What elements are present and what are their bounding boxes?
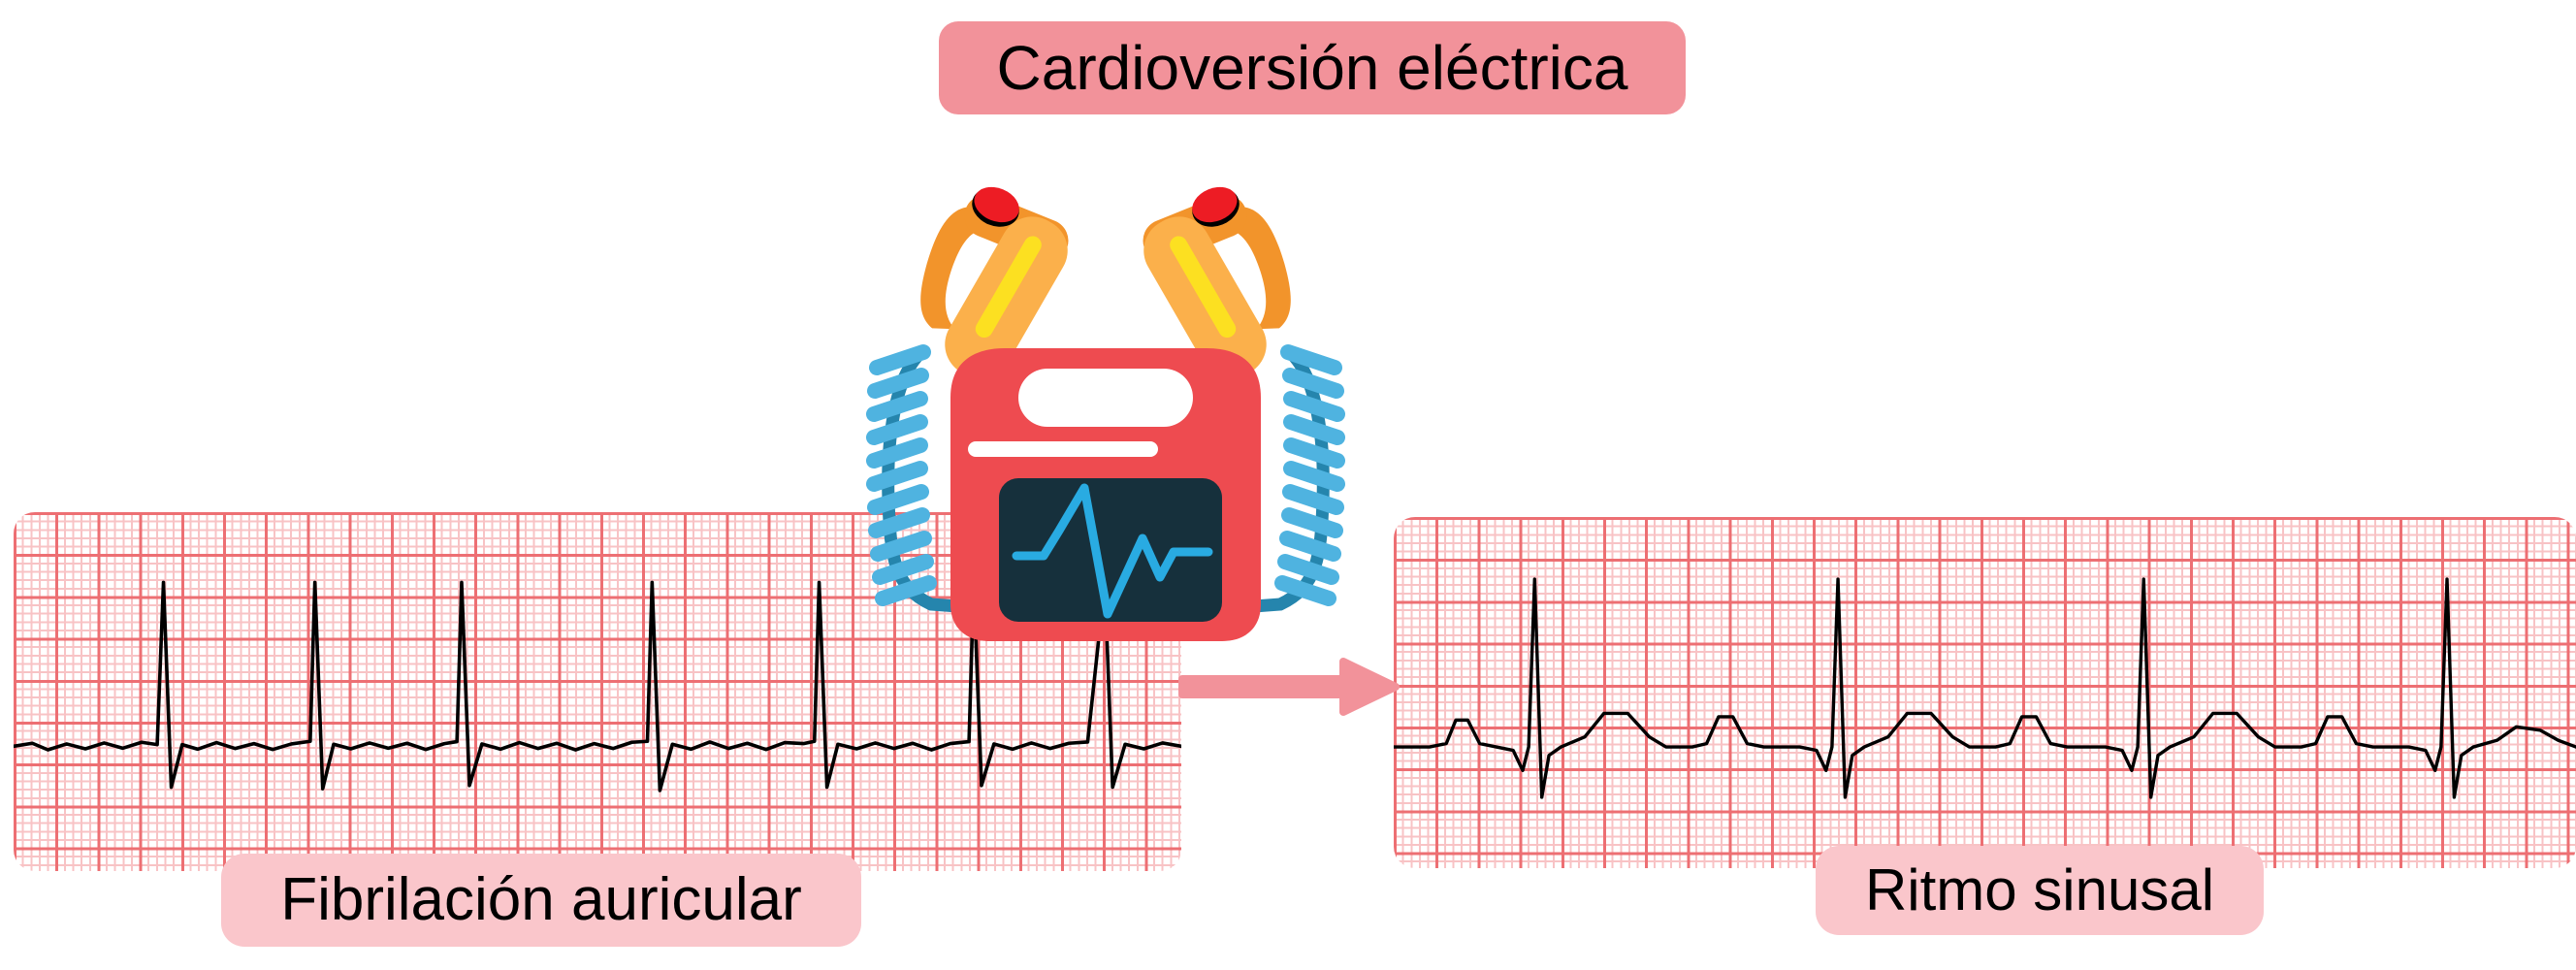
device-screen	[999, 478, 1222, 622]
cable-right	[1196, 344, 1345, 617]
device-indicator-bar	[968, 441, 1158, 457]
paddle-right[interactable]	[1126, 173, 1321, 399]
paddle-left[interactable]	[891, 173, 1086, 399]
page-title-label: Cardioversión eléctrica	[996, 33, 1628, 103]
defibrillator-body	[950, 348, 1261, 641]
ecg-trace-sinus-rhythm	[1394, 517, 2576, 868]
page-title: Cardioversión eléctrica	[939, 21, 1686, 114]
label-sinus-rhythm: Ritmo sinusal	[1816, 846, 2264, 935]
label-atrial-fibrillation: Fibrilación auricular	[221, 854, 861, 947]
ecg-strip-sinus-rhythm	[1394, 517, 2576, 868]
ecg-trace-atrial-fibrillation	[14, 512, 1181, 871]
device-handle	[1018, 369, 1193, 427]
right-arrow-icon	[1178, 658, 1400, 716]
cable-left	[866, 344, 1015, 617]
label-sinus-rhythm-text: Ritmo sinusal	[1864, 857, 2215, 922]
label-atrial-fibrillation-text: Fibrilación auricular	[280, 866, 802, 933]
defibrillator-illustration	[866, 173, 1345, 641]
screen-ecg-waveform	[1012, 483, 1213, 619]
